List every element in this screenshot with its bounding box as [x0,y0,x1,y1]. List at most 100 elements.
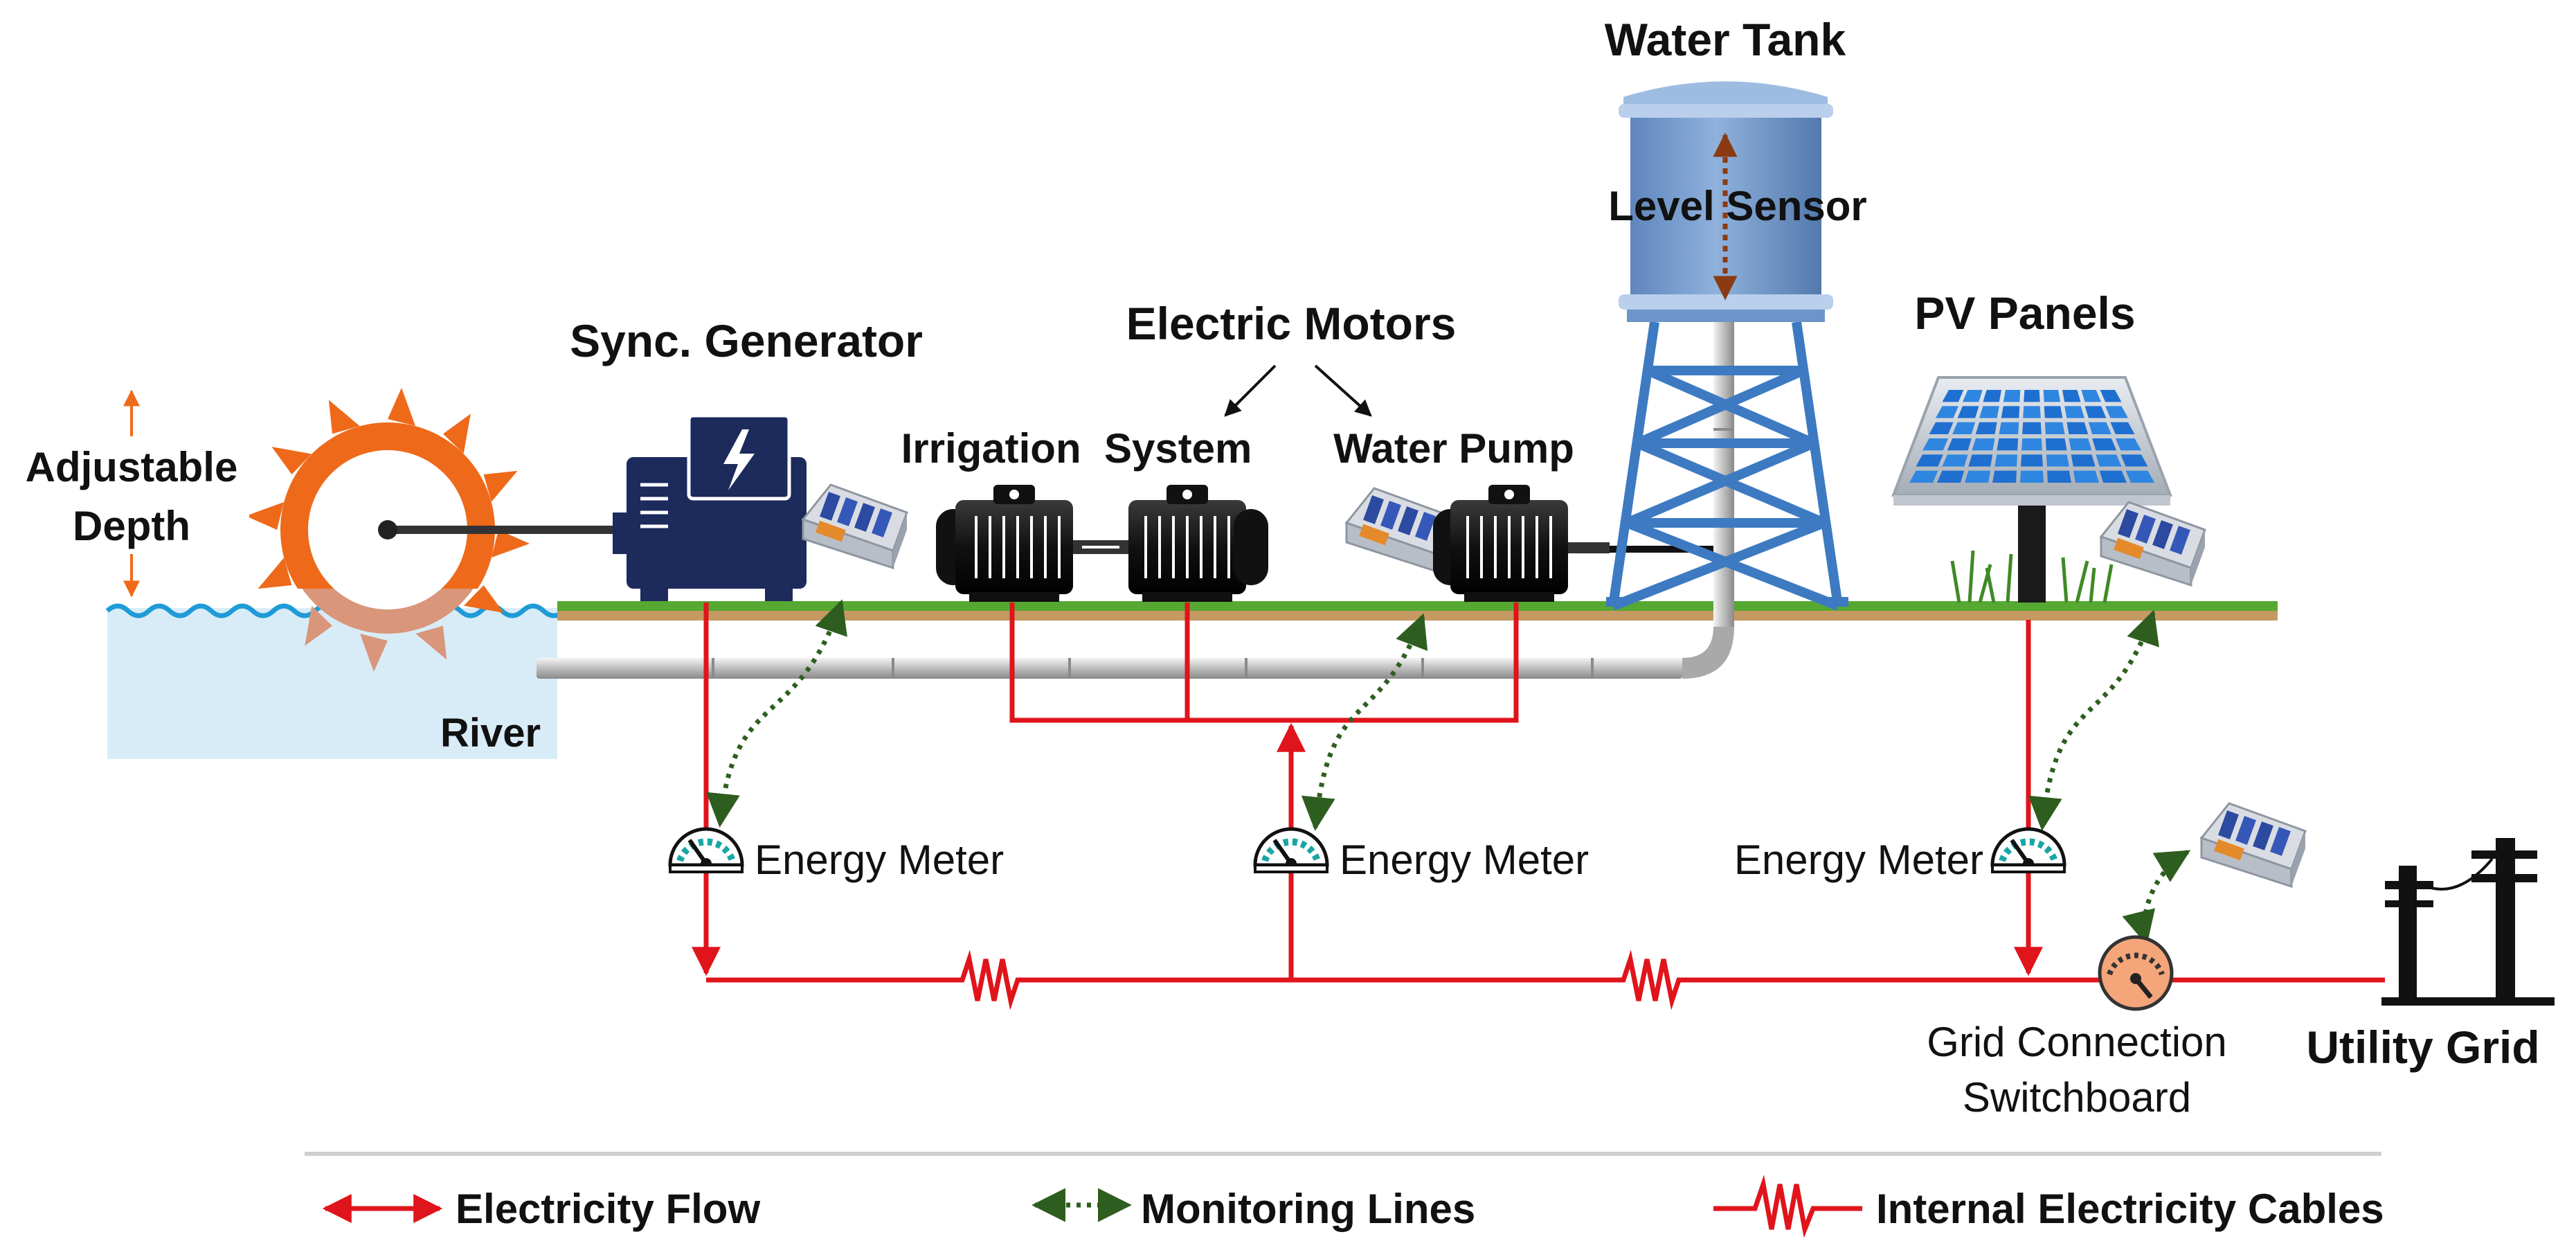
pv-cell [2069,438,2092,451]
pv-cell [1929,422,1954,434]
pv-cell [1936,406,1958,418]
pv-cell [2001,406,2020,418]
lightning-icon [723,429,755,490]
utility-grid: Utility Grid [2306,838,2555,1073]
energy-meter-1-icon [670,829,742,872]
pv-cell [1942,454,1968,467]
pv-cell [1922,438,1949,451]
pv-cell [2100,390,2122,402]
adjustable-depth-label-line1: Adjustable [26,444,238,490]
pv-cell [1983,390,2001,402]
river-group: River [105,603,566,759]
pv-controller [2100,501,2206,587]
energy-meter-2: Energy Meter [1255,829,1589,883]
adjustable-depth: Adjustable Depth [14,389,249,598]
pv-cell [2044,422,2065,434]
legend-internal-cables-label: Internal Electricity Cables [1876,1186,2384,1232]
pv-cell [2020,470,2044,483]
pv-cell [1994,454,2018,467]
pv-cell [2110,422,2135,434]
pv-cell [2064,406,2084,418]
pv-cell [1968,454,1993,467]
river-label: River [440,711,541,756]
pv-cell [2120,454,2148,467]
electric-network [692,603,2385,1010]
pv-cell [2045,438,2067,451]
ground-grass [557,601,2278,611]
grid-switchboard-label-line2: Switchboard [1963,1074,2191,1121]
pv-cell [2023,406,2041,418]
pv-cell [2073,470,2099,483]
pv-cell [2081,390,2102,402]
pv-cell [2115,438,2141,451]
pv-cell [1997,438,2019,451]
pv-cell [1937,470,1965,483]
level-sensor-label: Level Sensor [1608,183,1867,229]
legend-internal-cables: Internal Electricity Cables [1713,1175,2384,1238]
grid-switchboard: Grid Connection Switchboard [1927,802,2307,1121]
irrigation-motor-left [936,485,1073,602]
pv-cell [2021,454,2043,467]
main-bus [706,950,2108,1010]
energy-meter-2-label: Energy Meter [1340,837,1589,883]
water-tank-label: Water Tank [1605,14,1846,65]
power-pole-icon [2381,838,2555,1006]
energy-meter-3-icon [1992,829,2064,872]
pv-panels: PV Panels [1891,287,2206,603]
pv-cell [2088,422,2111,434]
monitor-pv [2028,609,2159,831]
electric-motors-label: Electric Motors [1126,298,1457,349]
water-pump-motor [1433,485,1713,602]
monitoring-lines [706,599,2191,945]
wheel-paddles [246,388,530,613]
irrigation-system-label: Irrigation System [901,425,1252,472]
pv-cell [2062,390,2081,402]
adjustable-depth-label-line2: Depth [73,503,190,549]
pv-cell [2125,470,2154,483]
pv-cell [1999,422,2019,434]
pv-cell [1957,406,1979,418]
monitor-grid [2122,850,2191,945]
pv-cell [1972,438,1995,451]
motors-bus [1009,603,1519,723]
pv-cell [1947,438,1972,451]
pv-cell [1952,422,1976,434]
utility-grid-label: Utility Grid [2306,1022,2539,1073]
pv-cell [1975,422,1997,434]
switchboard-gauge-icon [2098,935,2174,1011]
legend-electricity-flow: Electricity Flow [322,1186,760,1232]
pv-cell [1962,390,1983,402]
pv-cell [2024,390,2040,402]
legend-monitoring-lines: Monitoring Lines [1032,1186,1475,1232]
sync-generator-label: Sync. Generator [570,315,923,366]
pv-cell [2046,470,2071,483]
pv-cell [2096,454,2122,467]
water-tank: Water Tank Level Sensor [1605,14,1867,611]
legend-electricity-flow-label: Electricity Flow [456,1186,760,1232]
pv-cell [2021,438,2042,451]
legend: Electricity Flow Monitoring Lines Intern… [322,1175,2384,1238]
water-wheel [246,388,623,672]
electric-motors: Electric Motors Irrigation System Water … [901,298,1713,602]
pv-cells [1909,390,2154,483]
pv-cell [2044,406,2063,418]
grid-controller [2200,802,2307,888]
irrigation-motor-right [1128,485,1268,602]
pv-cell [2092,438,2117,451]
grass-tuft [1950,550,2114,603]
energy-meter-3-label: Energy Meter [1734,837,1983,883]
pipe-elbow [1682,627,1734,679]
grid-switchboard-label-line1: Grid Connection [1927,1019,2227,1065]
pv-cell [2022,422,2042,434]
pv-cell [2099,470,2127,483]
pv-panels-label: PV Panels [1914,287,2135,339]
pv-cell [2043,390,2061,402]
pv-cell [1909,470,1938,483]
generator-controller [802,483,908,569]
sync-generator: Sync. Generator [570,315,923,601]
pv-cell [1916,454,1943,467]
pv-cell [2046,454,2069,467]
pv-cell [1965,470,1991,483]
energy-meter-1: Energy Meter [670,829,1004,883]
